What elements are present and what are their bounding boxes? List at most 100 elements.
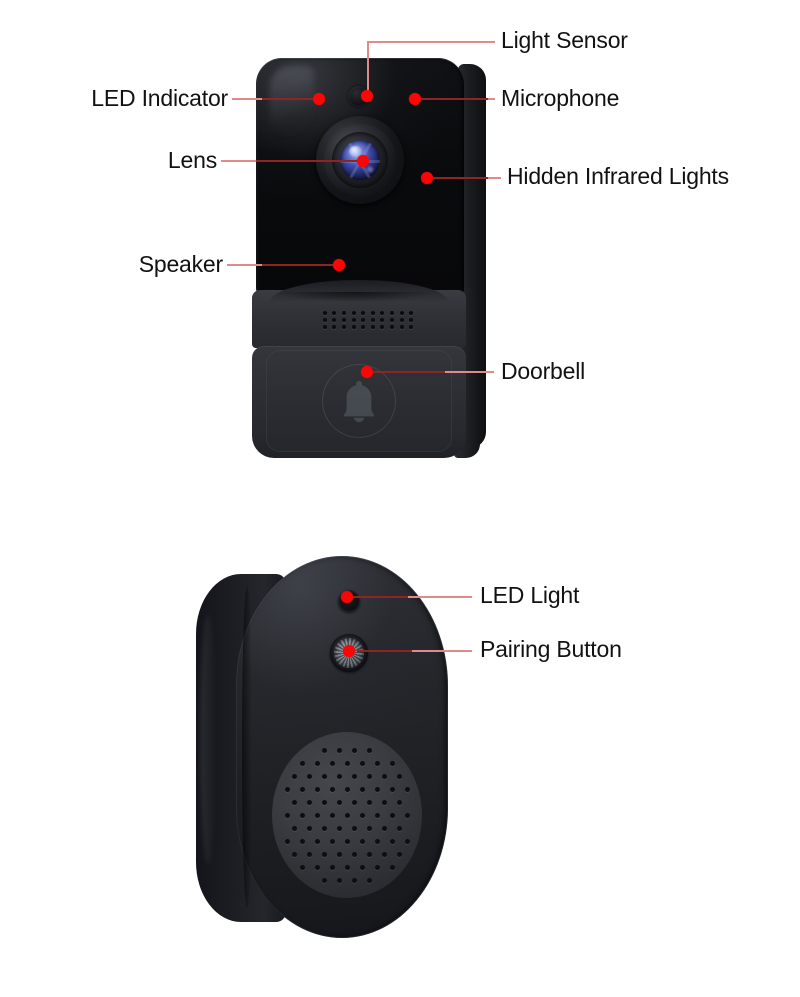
chime-speaker-hole xyxy=(299,786,305,792)
chime-speaker-hole xyxy=(374,838,380,844)
lens-flare-highlight xyxy=(349,146,362,157)
speaker-hole xyxy=(389,325,394,330)
speaker-hole xyxy=(332,310,337,315)
chime-speaker-hole xyxy=(292,825,297,831)
speaker-hole xyxy=(361,310,366,315)
chime-speaker-hole xyxy=(382,825,387,831)
chime-speaker-hole xyxy=(307,825,312,831)
chime-speaker-hole xyxy=(284,838,290,844)
chime-speaker-hole xyxy=(314,760,320,766)
label-hidden-infrared-lights: Hidden Infrared Lights xyxy=(507,163,729,189)
leader-light-sensor-vertical xyxy=(367,41,369,96)
doorbell-face-highlight xyxy=(270,66,314,136)
chime-speaker-hole xyxy=(292,799,297,805)
chime-speaker-hole xyxy=(307,773,312,779)
speaker-hole xyxy=(322,310,327,315)
chime-speaker-hole xyxy=(352,773,357,779)
chime-speaker-hole xyxy=(359,864,365,870)
marker-lens xyxy=(357,155,369,167)
speaker-hole xyxy=(380,317,385,322)
speaker-grille-component xyxy=(320,309,416,331)
speaker-hole xyxy=(380,325,385,330)
doorbell-button-panel[interactable] xyxy=(266,350,452,452)
chime-speaker-hole xyxy=(314,838,320,844)
leader-pairing-button xyxy=(412,650,472,652)
speaker-hole xyxy=(341,325,346,330)
chime-speaker-hole xyxy=(397,851,402,857)
speaker-hole xyxy=(389,310,394,315)
chime-speaker-hole xyxy=(314,786,320,792)
speaker-hole xyxy=(361,317,366,322)
speaker-hole xyxy=(399,317,404,322)
chime-speaker-hole xyxy=(352,851,357,857)
chime-speaker-hole xyxy=(344,812,350,818)
speaker-hole xyxy=(409,310,414,315)
speaker-hole xyxy=(351,317,356,322)
chime-speaker-hole xyxy=(404,838,410,844)
marker-microphone xyxy=(409,93,421,105)
leader-pairing-button-inner xyxy=(357,650,412,652)
marker-light-sensor xyxy=(361,90,373,102)
chime-speaker-hole xyxy=(374,812,380,818)
label-microphone: Microphone xyxy=(501,85,620,111)
leader-led-light-inner xyxy=(348,596,408,598)
chime-speaker-hole xyxy=(382,851,387,857)
chime-speaker-hole xyxy=(359,838,365,844)
chime-speaker-hole xyxy=(299,760,305,766)
chime-speaker-hole xyxy=(367,877,372,883)
speaker-hole xyxy=(361,325,366,330)
leader-doorbell xyxy=(445,371,494,373)
label-light-sensor: Light Sensor xyxy=(501,27,628,53)
chime-speaker-hole xyxy=(344,838,350,844)
speaker-hole xyxy=(332,325,337,330)
chime-speaker-dot-grid xyxy=(272,732,422,898)
marker-led-light xyxy=(341,591,353,603)
marker-speaker xyxy=(333,259,345,271)
label-pairing-button: Pairing Button xyxy=(480,636,622,662)
speaker-hole xyxy=(409,325,414,330)
speaker-hole xyxy=(341,310,346,315)
doorbell-button-housing xyxy=(252,346,466,458)
label-doorbell: Doorbell xyxy=(501,358,586,384)
chime-speaker-hole xyxy=(367,773,372,779)
chime-speaker-hole xyxy=(389,786,395,792)
chime-speaker-hole xyxy=(322,747,327,753)
doorbell-mid-shadow xyxy=(274,292,434,302)
chime-speaker-hole xyxy=(337,825,342,831)
speaker-hole xyxy=(370,325,375,330)
leader-microphone-inner xyxy=(420,98,488,100)
chime-speaker-hole xyxy=(359,812,365,818)
speaker-hole xyxy=(370,310,375,315)
chime-device-illustration xyxy=(196,556,458,938)
chime-speaker-hole xyxy=(322,825,327,831)
chime-speaker-hole xyxy=(292,851,297,857)
chime-speaker-hole xyxy=(299,864,305,870)
leader-light-sensor-horizontal xyxy=(367,41,495,43)
chime-speaker-hole xyxy=(337,747,342,753)
chime-speaker-hole xyxy=(367,825,372,831)
chime-speaker-hole xyxy=(397,799,402,805)
chime-speaker-hole xyxy=(307,851,312,857)
chime-speaker-hole xyxy=(367,799,372,805)
chime-speaker-hole xyxy=(299,812,305,818)
chime-speaker-hole xyxy=(374,864,380,870)
chime-speaker-hole xyxy=(352,747,357,753)
chime-speaker-hole xyxy=(344,760,350,766)
speaker-hole xyxy=(341,317,346,322)
chime-speaker-hole xyxy=(352,799,357,805)
chime-side-highlight xyxy=(200,614,216,864)
speaker-hole xyxy=(370,317,375,322)
leader-led-indicator-inner xyxy=(262,98,318,100)
chime-speaker-hole xyxy=(329,864,335,870)
chime-speaker-hole xyxy=(284,786,290,792)
chime-speaker-hole xyxy=(389,812,395,818)
marker-hidden-infrared-lights xyxy=(421,172,433,184)
chime-speaker-hole xyxy=(314,812,320,818)
speaker-hole xyxy=(322,325,327,330)
chime-speaker-hole xyxy=(329,812,335,818)
doorbell-device-illustration xyxy=(248,58,488,458)
speaker-hole xyxy=(351,325,356,330)
speaker-hole xyxy=(409,317,414,322)
chime-speaker-hole xyxy=(337,799,342,805)
